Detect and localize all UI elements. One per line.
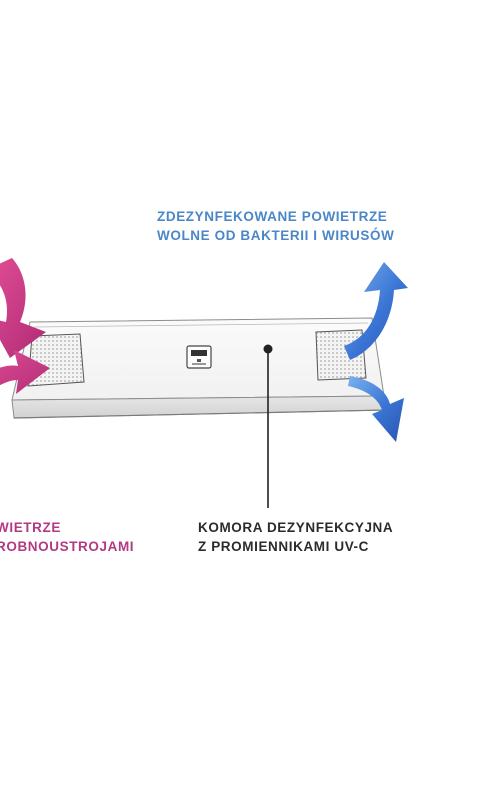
- device-bottom-edge: [13, 409, 387, 419]
- outlet-arrow-upper: [344, 262, 408, 360]
- polluted-air-label-line1: WIETRZE: [0, 520, 61, 535]
- curved-outlet-arrow-icon: [344, 262, 408, 442]
- chamber-label-line2: Z PROMIENNIKAMI UV-C: [198, 539, 370, 554]
- clean-air-label-line2: WOLNE OD BAKTERII I WIRUSÓW: [157, 228, 395, 243]
- outlet-arrow-lower: [348, 376, 404, 442]
- chamber-pointer: [263, 344, 273, 508]
- control-panel-icon: [186, 345, 212, 369]
- inlet-arrow-upper: [0, 258, 46, 358]
- polluted-air-label: WIETRZE ROBNOUSTROJAMI: [0, 518, 134, 556]
- clean-air-label-line1: ZDEZYNFEKOWANE POWIETRZE: [157, 209, 388, 224]
- inlet-arrow-lower: [0, 350, 50, 394]
- curved-inlet-arrow-icon: [0, 258, 50, 394]
- chamber-label: KOMORA DEZYNFEKCYJNA Z PROMIENNIKAMI UV-…: [198, 518, 393, 556]
- clean-air-label: ZDEZYNFEKOWANE POWIETRZE WOLNE OD BAKTER…: [157, 207, 394, 245]
- chamber-label-line1: KOMORA DEZYNFEKCYJNA: [198, 520, 394, 535]
- device-front-face: [11, 395, 387, 419]
- polluted-air-label-line2: ROBNOUSTROJAMI: [0, 539, 135, 554]
- device-top-edge-line: [33, 322, 369, 328]
